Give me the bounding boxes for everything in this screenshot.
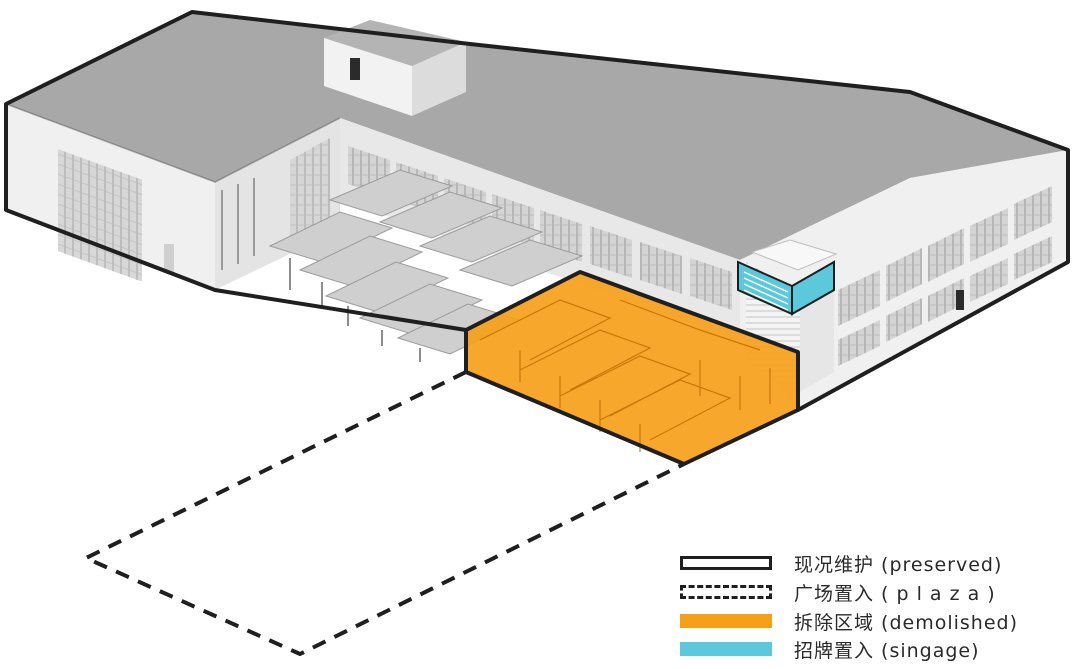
legend-label-preserved: 现况维护 (preserved) (794, 553, 1003, 576)
left-wing-door (164, 244, 174, 272)
demolished-swatch (680, 614, 772, 628)
main-right-windows (838, 186, 1052, 366)
legend-label-plaza: 广场置入 ( p l a z a ) (794, 582, 996, 605)
main-roof (6, 12, 1068, 260)
main-right-door (956, 290, 964, 310)
preserved-swatch (680, 556, 772, 570)
signage-box (737, 260, 835, 316)
legend-item-demolished: 拆除区域 (demolished) (680, 609, 1018, 634)
signage-swatch (680, 642, 772, 656)
rooftop-box (324, 20, 466, 116)
legend-item-plaza: 广场置入 ( p l a z a ) (680, 580, 996, 605)
plaza-outline (84, 370, 685, 656)
legend-label-signage: 招牌置入 (singage) (794, 639, 980, 662)
legend-item-signage: 招牌置入 (singage) (680, 637, 980, 662)
legend-label-demolished: 拆除区域 (demolished) (794, 611, 1018, 634)
preserved-outline (4, 10, 1070, 412)
plaza-swatch (680, 585, 772, 599)
legend-item-preserved: 现况维护 (preserved) (680, 551, 1003, 576)
